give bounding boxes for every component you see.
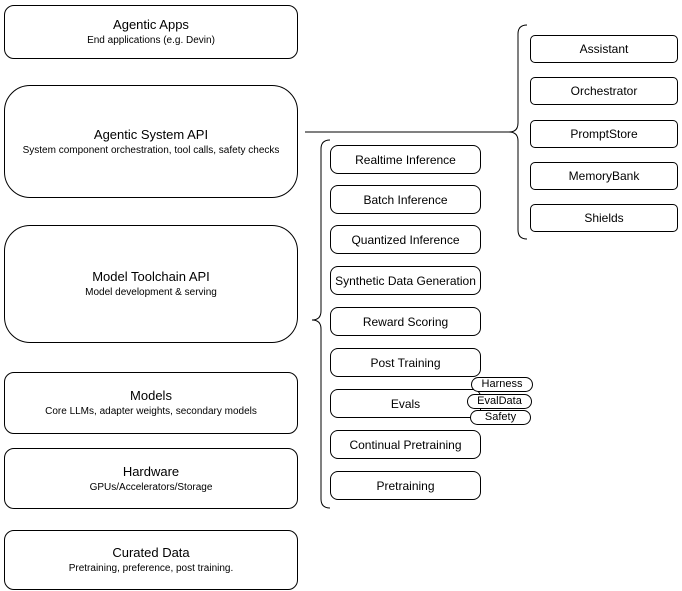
tag-evaldata: EvalData bbox=[467, 394, 532, 409]
node-subtitle: Pretraining, preference, post training. bbox=[68, 563, 234, 574]
node-label: Realtime Inference bbox=[355, 152, 456, 167]
node-promptstore: PromptStore bbox=[530, 120, 678, 148]
node-label: Assistant bbox=[579, 42, 629, 56]
node-label: Pretraining bbox=[376, 478, 435, 493]
node-label: Quantized Inference bbox=[351, 232, 460, 247]
node-title: Agentic System API bbox=[93, 126, 209, 142]
node-subtitle: Core LLMs, adapter weights, secondary mo… bbox=[45, 406, 257, 417]
node-reward-scoring: Reward Scoring bbox=[330, 307, 481, 336]
toolchain-brace bbox=[311, 139, 331, 509]
node-title: Agentic Apps bbox=[113, 17, 189, 32]
node-pretraining: Pretraining bbox=[330, 471, 481, 500]
node-shields: Shields bbox=[530, 204, 678, 232]
node-realtime-inference: Realtime Inference bbox=[330, 145, 481, 174]
node-label: Continual Pretraining bbox=[349, 437, 462, 452]
node-synthetic-data-generation: Synthetic Data Generation bbox=[330, 266, 481, 295]
node-batch-inference: Batch Inference bbox=[330, 185, 481, 214]
node-hardware: Hardware GPUs/Accelerators/Storage bbox=[4, 448, 298, 509]
tag-label: EvalData bbox=[477, 395, 522, 407]
node-label: Evals bbox=[390, 396, 421, 411]
node-label: Orchestrator bbox=[570, 84, 638, 98]
node-subtitle: GPUs/Accelerators/Storage bbox=[89, 481, 213, 493]
node-memorybank: MemoryBank bbox=[530, 162, 678, 190]
node-label: Reward Scoring bbox=[362, 314, 449, 329]
node-title: Model Toolchain API bbox=[92, 269, 210, 284]
node-label: PromptStore bbox=[570, 127, 638, 141]
tag-safety: Safety bbox=[470, 410, 531, 425]
tag-label: Safety bbox=[484, 411, 517, 423]
node-title: Hardware bbox=[122, 463, 180, 479]
tag-label: Harness bbox=[481, 378, 523, 390]
node-agentic-system-api: Agentic System API System component orch… bbox=[4, 85, 298, 198]
node-post-training: Post Training bbox=[330, 348, 481, 377]
node-agentic-apps: Agentic Apps End applications (e.g. Devi… bbox=[4, 5, 298, 59]
node-curated-data: Curated Data Pretraining, preference, po… bbox=[4, 530, 298, 590]
node-subtitle: Model development & serving bbox=[85, 287, 217, 298]
node-label: Synthetic Data Generation bbox=[335, 273, 476, 288]
node-title: Curated Data bbox=[112, 545, 190, 560]
node-label: MemoryBank bbox=[568, 169, 640, 183]
node-subtitle: End applications (e.g. Devin) bbox=[87, 35, 215, 46]
system-components-brace bbox=[508, 24, 528, 240]
node-assistant: Assistant bbox=[530, 35, 678, 63]
node-label: Batch Inference bbox=[363, 192, 448, 207]
node-orchestrator: Orchestrator bbox=[530, 77, 678, 105]
node-model-toolchain-api: Model Toolchain API Model development & … bbox=[4, 225, 298, 343]
tag-harness: Harness bbox=[471, 377, 533, 392]
node-label: Post Training bbox=[370, 355, 441, 370]
node-continual-pretraining: Continual Pretraining bbox=[330, 430, 481, 459]
node-title: Models bbox=[130, 388, 172, 403]
node-subtitle: System component orchestration, tool cal… bbox=[22, 144, 280, 156]
node-evals: Evals bbox=[330, 389, 481, 418]
node-models: Models Core LLMs, adapter weights, secon… bbox=[4, 372, 298, 434]
node-label: Shields bbox=[584, 211, 624, 225]
node-quantized-inference: Quantized Inference bbox=[330, 225, 481, 254]
